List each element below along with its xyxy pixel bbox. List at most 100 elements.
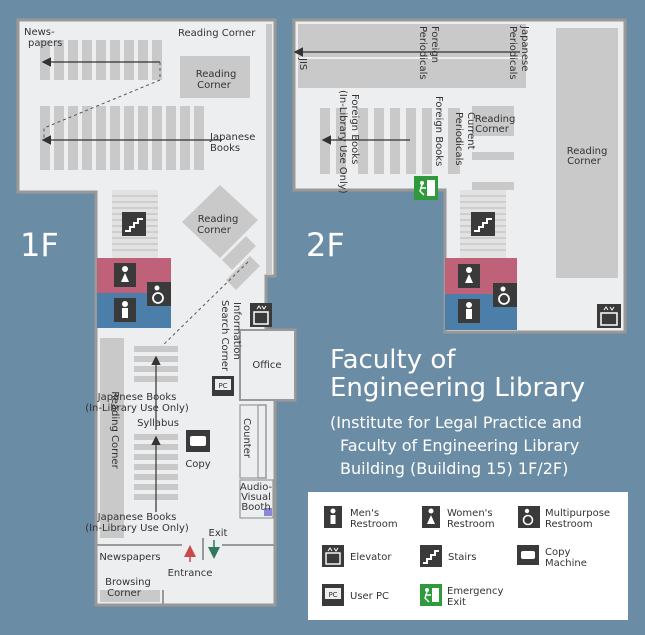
reading-corner-1f-top-box [180,56,250,98]
multipurpose-restroom-icon [147,282,171,306]
label-counter: Counter [241,418,252,459]
label-browsing: Browsing [105,577,151,588]
legend-label: Restroom [447,519,495,530]
user-pc-icon: PC [212,376,234,396]
label-copy: Copy [185,459,210,470]
legend-item-emergency-exit: Emergency Exit [420,584,503,608]
label-jb-inlib: Japanese Books [97,392,177,403]
legend-item-stairs: Stairs [420,545,477,567]
legend-item-womens: Women's Restroom [422,506,495,530]
womens-restroom-icon [458,264,480,288]
legend-label: Multipurpose [545,508,610,519]
reading-corner-1f-diagonal [182,185,258,258]
label-av-3: Booth [241,502,270,513]
legend-item-elevator: Elevator [322,545,392,567]
stairs-icon [471,212,495,236]
label-info-search: Information [231,302,242,360]
legend-label: Restroom [545,519,593,530]
counter [239,404,259,479]
label-newspapers-bottom: Newspapers [99,552,160,563]
womens-restroom-icon [114,263,136,287]
label-reading-corner-diag-2: Corner [197,225,232,236]
reading-corner-1f-strip [266,24,272,274]
label-reading-corner-small: Reading [475,114,516,125]
copy-machine-icon [517,545,539,565]
label-av: Audio- [240,482,273,493]
user-pc-icon: PC [322,584,344,606]
label-exit: Exit [209,528,228,539]
legend-panel [308,492,628,620]
legend-item-multipurpose: Multipurpose Restroom [518,506,610,530]
label-reading-corner-top: Reading Corner [178,28,256,39]
label-foreign-books-inlib-2: (In-Library Use Only) [337,90,348,194]
label-japanese-books-2: Books [210,143,240,154]
label-reading-corner-large: Reading [567,146,608,157]
label-jb-inlib-bottom: Japanese Books [97,512,177,523]
mens-restroom-icon [324,506,342,528]
label-reading-corner-vert: Reading Corner [109,391,120,469]
floor-label-1f: 1F [20,226,59,264]
svg-text:PC: PC [328,591,337,599]
label-reading-corner-large-2: Corner [567,156,602,167]
svg-text:PC: PC [218,382,227,390]
reading-corner-2f-large [556,28,618,278]
emergency-exit-icon [420,584,442,606]
subtitle-line-3: Building (Building 15) 1F/2F) [340,459,568,478]
legend-label: Exit [447,597,466,608]
label-current-periodicals: Current [465,112,476,150]
legend-label: User PC [350,591,389,602]
emergency-exit-icon [414,176,438,200]
elevator-icon [322,545,344,567]
office-room [239,329,296,401]
legend-label: Machine [545,558,587,569]
legend: Men's Restroom Women's Restroom Multipur… [308,492,628,620]
legend-label: Copy [545,547,570,558]
legend-label: Emergency [447,586,503,597]
label-jb-inlib-bottom-2: (In-Library Use Only) [85,523,189,534]
label-newspapers-top: News- [24,27,55,38]
legend-label: Women's [447,508,493,519]
legend-item-copy: Copy Machine [517,545,587,569]
legend-label: Restroom [350,519,398,530]
label-entrance: Entrance [168,568,213,579]
title-line-2: Engineering Library [330,373,585,403]
label-info-search-2: Search Corner [219,300,230,372]
subtitle-line-2: Faculty of Engineering Library [340,436,579,455]
title-line-1: Faculty of [330,345,456,375]
multipurpose-restroom-icon [493,283,517,307]
label-reading-corner-small-2: Corner [475,124,510,135]
label-syllabus: Syllabus [137,418,179,429]
mens-restroom-icon [114,298,136,322]
label-foreign-books-inlib: Foreign Books [349,94,360,164]
label-japanese-periodicals-2: Periodicals [507,26,518,80]
label-reading-corner-diag: Reading [198,214,239,225]
label-reading-corner-box-2: Corner [197,80,232,91]
legend-item-user-pc: PC User PC [322,584,389,606]
mens-restroom-icon [458,299,480,323]
label-office: Office [252,360,281,371]
copy-machine-icon [186,430,210,452]
stairs-icon [420,545,442,567]
label-jis: JIS [297,57,308,70]
label-japanese-books: Japanese [209,132,255,143]
label-current-periodicals-2: Periodicals [453,112,464,166]
label-jb-inlib-2: (In-Library Use Only) [85,403,189,414]
subtitle-line-1: (Institute for Legal Practice and [330,413,582,432]
legend-label: Elevator [350,552,392,563]
label-newspapers-top-2: papers [28,38,62,49]
legend-label: Stairs [448,552,477,563]
floor-2f [292,18,627,334]
label-japanese-periodicals: Japanese [519,25,530,71]
label-foreign-periodicals: Foreign [429,26,440,63]
info-search-shelves [222,236,260,290]
label-foreign-books: Foreign Books [433,96,444,166]
label-av-2: Visual [241,492,271,503]
elevator-icon [597,304,621,328]
label-reading-corner-box: Reading [196,69,237,80]
multipurpose-restroom-icon [518,506,540,528]
womens-restroom-icon [422,506,440,528]
legend-item-mens: Men's Restroom [324,506,398,530]
elevator-icon [250,303,272,327]
floor-label-2f: 2F [306,226,345,264]
